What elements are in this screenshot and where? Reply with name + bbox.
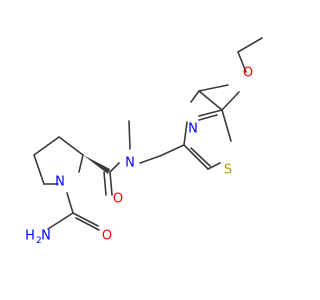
amine-h-label: H: [25, 229, 35, 244]
bond: [78, 154, 84, 173]
carbonyl-oxygen-label: O: [113, 192, 123, 207]
bond: [33, 154, 45, 185]
bond: [58, 136, 84, 156]
amine-group-label: H 2 N: [25, 229, 51, 247]
ring-nitrogen-label: N: [55, 175, 65, 190]
molecule-structure: N N N S O O O H 2 N: [25, 37, 263, 247]
amine-subscript-label: 2: [36, 236, 42, 246]
urea-oxygen-label: O: [102, 229, 112, 244]
bond: [221, 109, 232, 142]
bond: [109, 171, 113, 196]
bond: [198, 90, 223, 111]
amide-nitrogen-label: N: [125, 156, 135, 171]
ether-oxygen-label: O: [243, 66, 253, 81]
bond: [198, 84, 229, 92]
sulfur-label: S: [224, 163, 232, 178]
bond: [198, 109, 223, 117]
bond: [237, 51, 247, 73]
bond: [66, 192, 74, 214]
pyrrolidine-ring: [33, 136, 84, 185]
bond: [109, 162, 120, 173]
thiazole-ring: [183, 109, 232, 170]
bond: [103, 171, 107, 196]
bond: [221, 91, 240, 111]
bond: [159, 144, 185, 157]
bond: [198, 114, 218, 121]
bond: [190, 90, 200, 103]
bond: [139, 155, 161, 164]
bond: [183, 121, 188, 146]
bond: [207, 162, 221, 170]
bond: [47, 212, 74, 230]
bond: [183, 144, 209, 170]
amine-n-label: N: [41, 229, 51, 244]
bond: [72, 212, 99, 227]
bond: [75, 217, 100, 231]
bond: [190, 147, 211, 167]
stereo-wedge-bond: [83, 155, 110, 174]
bond: [128, 120, 131, 150]
bond: [33, 136, 60, 156]
structure-drawing: N N N S O O O H 2 N: [25, 37, 263, 247]
bond: [237, 37, 263, 53]
thiazole-nitrogen-label: N: [188, 122, 198, 137]
